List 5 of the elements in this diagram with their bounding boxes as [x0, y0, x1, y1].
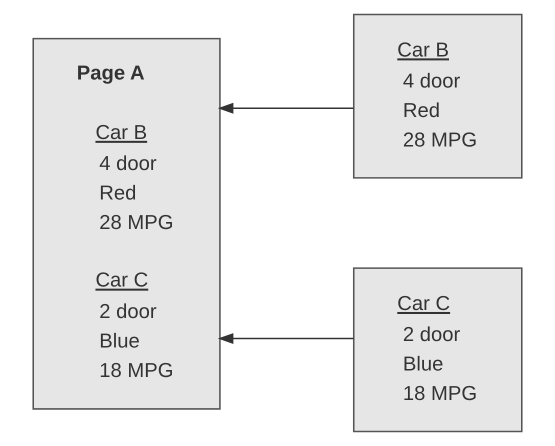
node-box: Page A Car B 4 door Red 28 MPG Car C 2 door Blue 18 MPG [32, 38, 221, 410]
node-box: Car B 4 door Red 28 MPG [352, 14, 523, 179]
arrow [218, 333, 354, 344]
arrow [218, 102, 354, 114]
node-box: Car C 2 door Blue 18 MPG [352, 267, 523, 432]
